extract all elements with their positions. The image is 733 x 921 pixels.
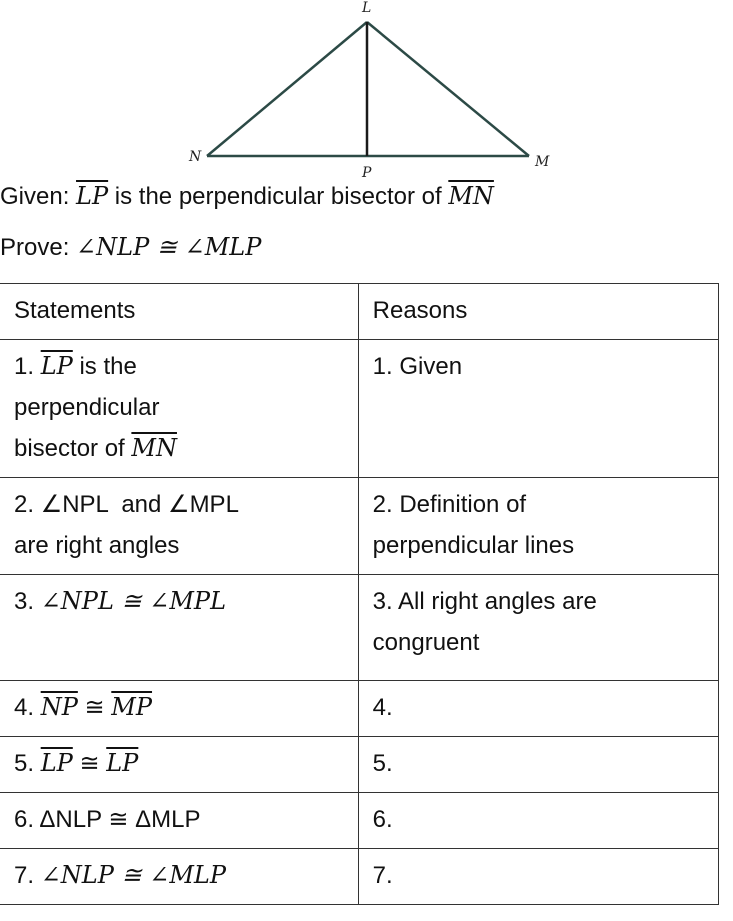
segment-lp: LP [106,749,139,777]
reason-cell: 5. [357,736,720,793]
step-number: 7. [14,862,41,889]
triangle-figure: L N M P [188,0,550,181]
statement-cell: 5. LP ≅ LP [0,736,359,793]
angle-mpl: ∠MPL [168,491,239,518]
side-lm [366,21,530,157]
statement-cell: 4. NP ≅ MP [0,680,359,737]
proof-row-5: 5. LP ≅ LP 5. [0,736,720,793]
reason-text: 6. [372,806,393,833]
segment-mp: MP [111,693,153,721]
segment-mn: MN [131,434,177,462]
congruent-symbol: ≅ [77,694,112,721]
segment-lp: LP [40,352,73,380]
statement-cell: 6. ΔNLP ≅ ΔMLP [0,792,359,849]
statement-expression: ΔNLP ≅ ΔMLP [39,806,201,833]
proof-row-1: 1. LP is the perpendicular bisector of M… [0,339,720,478]
reason-text: perpendicular lines [372,532,575,559]
reason-text: 7. [372,862,393,889]
step-number: 6. [14,806,40,833]
statement-cell: 2. ∠NPL and ∠MPL are right angles [0,477,359,575]
proof-row-2: 2. ∠NPL and ∠MPL are right angles 2. Def… [0,477,720,575]
given-segment-mn: MN [448,182,494,210]
reason-text: congruent [372,629,480,656]
given-prefix: Given: [0,183,77,210]
statement-expression: ∠NPL ≅ ∠MPL [40,587,227,615]
vertex-label-m: M [534,154,550,170]
given-middle: is the perpendicular bisector of [108,183,449,210]
step-number: 4. [14,694,41,721]
statement-text: and [108,491,169,518]
statement-expression: ∠NLP ≅ ∠MLP [40,861,227,889]
reason-text: 3. All right angles are [372,588,597,615]
statement-text: perpendicular [14,394,160,421]
prove-prefix: Prove: [0,234,77,261]
reason-cell: 1. Given [357,339,720,478]
reason-cell: 7. [357,848,720,905]
statement-text: bisector of [14,435,132,462]
statement-cell: 1. LP is the perpendicular bisector of M… [0,339,359,478]
reason-cell: 3. All right angles are congruent [357,574,720,681]
reason-cell: 6. [357,792,720,849]
proof-table: Statements Reasons 1. LP is the perpendi… [0,283,720,905]
proof-row-6: 6. ΔNLP ≅ ΔMLP 6. [0,792,720,849]
statement-cell: 7. ∠NLP ≅ ∠MLP [0,848,359,905]
segment-np: NP [40,693,78,721]
statements-header: Statements [0,283,359,340]
statement-text: is the [72,353,137,380]
given-segment-lp: LP [76,182,109,210]
reason-text: 1. Given [372,353,463,380]
step-number: 3. [14,588,41,615]
congruent-symbol: ≅ [72,750,107,777]
vertex-label-l: L [361,0,371,16]
given-statement: Given: LP is the perpendicular bisector … [0,182,494,211]
angle-npl: ∠NPL [40,491,108,518]
reason-cell: 4. [357,680,720,737]
prove-statement: Prove: ∠NLP ≅ ∠MLP [0,233,261,262]
step-number: 5. [14,750,41,777]
vertex-label-n: N [188,149,202,165]
reasons-header: Reasons [357,283,720,340]
vertex-label-p: P [361,165,372,181]
reason-cell: 2. Definition of perpendicular lines [357,477,720,575]
proof-row-3: 3. ∠NPL ≅ ∠MPL 3. All right angles are c… [0,574,720,681]
proof-header-row: Statements Reasons [0,283,720,340]
step-number: 2. [14,491,41,518]
proof-row-7: 7. ∠NLP ≅ ∠MLP 7. [0,848,720,905]
reason-text: 4. [372,694,393,721]
reason-text: 2. Definition of [372,491,527,518]
statement-text: are right angles [14,532,180,559]
reason-text: 5. [372,750,393,777]
step-number: 1. [14,353,41,380]
segment-lp: LP [40,749,73,777]
side-nl [206,21,368,157]
proof-row-4: 4. NP ≅ MP 4. [0,680,720,737]
statement-cell: 3. ∠NPL ≅ ∠MPL [0,574,359,681]
prove-expression: ∠NLP ≅ ∠MLP [76,233,262,261]
